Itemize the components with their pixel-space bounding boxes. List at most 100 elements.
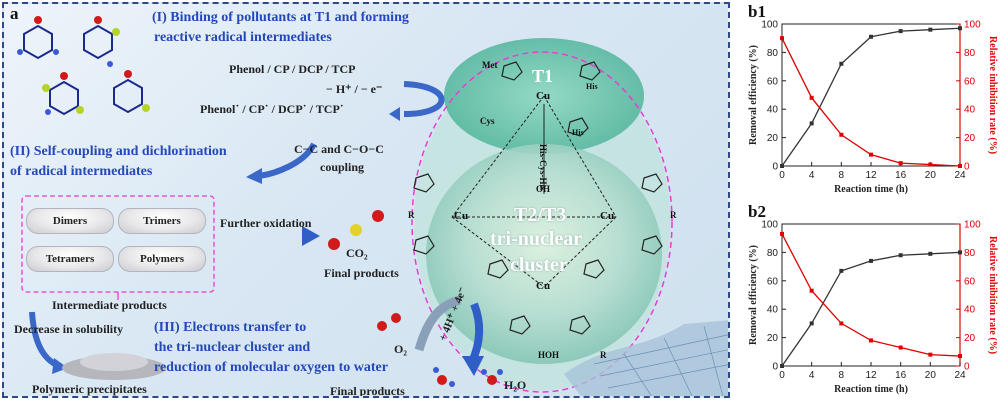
- y-tick-label-right: 60: [964, 276, 976, 287]
- x-tick-label: 12: [865, 370, 877, 381]
- series-1-point: [809, 95, 814, 100]
- series-1-point: [928, 162, 933, 167]
- x-tick-label: 8: [839, 170, 845, 181]
- cluster-site: [426, 144, 662, 364]
- r-label-3: R: [600, 350, 607, 360]
- x-tick-label: 24: [954, 170, 966, 181]
- series-1-point: [780, 36, 784, 41]
- diagram-graphics: [17, 16, 728, 396]
- series-1-point: [780, 231, 784, 236]
- y-tick-label-right: 40: [964, 105, 976, 116]
- y-tick-label-left: 80: [767, 248, 779, 259]
- series-0-point: [780, 164, 784, 168]
- water-molecules: [433, 367, 503, 387]
- o2-label: O₂: [394, 342, 407, 356]
- cluster-label-line1: T2/T3: [514, 204, 567, 226]
- y-tick-label-left: 40: [767, 105, 779, 116]
- y-tick-label-right: 80: [964, 248, 976, 259]
- x-axis-label: Reaction time (h): [834, 384, 908, 395]
- series-line-1: [781, 37, 961, 167]
- cu-left: Cu: [454, 210, 469, 222]
- arrow-coupling: [258, 142, 317, 179]
- stage-3-title-line2: the tri-nuclear cluster and: [154, 340, 311, 355]
- intermediate-products-label: Intermediate products: [52, 298, 167, 312]
- series-0-point: [869, 34, 873, 39]
- series-0-point: [928, 251, 933, 256]
- cu-bottom: Cu: [536, 280, 551, 292]
- series-0-point: [928, 27, 933, 32]
- x-tick-label: 20: [925, 370, 937, 381]
- reactants-label: Phenol / CP / DCP / TCP: [229, 62, 356, 76]
- series-line-1: [781, 233, 961, 357]
- series-0-point: [869, 258, 873, 263]
- further-oxidation-label: Further oxidation: [220, 216, 312, 230]
- series-0-point: [809, 121, 814, 126]
- y-tick-label-right: 40: [964, 305, 976, 316]
- stage-1-title-line1: (I) Binding of pollutants at T1 and form…: [152, 10, 409, 25]
- x-tick-label: 20: [925, 170, 937, 181]
- stage-2-title-line2: of radical intermediates: [10, 164, 153, 179]
- molecule-atoms: [17, 16, 150, 115]
- x-tick-label: 4: [809, 370, 815, 381]
- series-line-0: [781, 27, 961, 167]
- y-axis-label-left: Removal efficiency (%): [748, 245, 759, 345]
- y-axis-label-left: Removal efficiency (%): [748, 45, 759, 145]
- x-tick-label: 0: [779, 370, 785, 381]
- series-line-0: [781, 251, 961, 367]
- his-label-1: His: [586, 82, 598, 91]
- y-tick-label-right: 0: [964, 162, 970, 173]
- coupling-label-line1: C−C and C−O−C: [294, 142, 384, 156]
- radicals-label: Phenol˙ / CP˙ / DCP˙ / TCP˙: [200, 102, 344, 116]
- y-tick-label-right: 0: [964, 362, 970, 373]
- r-label-1: R: [408, 210, 415, 220]
- y-tick-label-right: 100: [964, 20, 981, 31]
- co2-molecule: [328, 210, 384, 250]
- y-axis-label-right: Relative inhibition rate (%): [987, 36, 998, 154]
- o2-molecule: [377, 313, 401, 331]
- y-tick-label-left: 100: [761, 220, 778, 231]
- x-axis-label: Reaction time (h): [834, 184, 908, 195]
- r-label-2: R: [670, 210, 677, 220]
- arrow-oxygen: [414, 295, 462, 352]
- x-tick-label: 24: [954, 370, 966, 381]
- x-tick-label: 16: [895, 170, 907, 181]
- cluster-label-line2: tri-nuclear: [490, 228, 583, 250]
- product-tetramers: Tetramers: [26, 246, 114, 272]
- cu-right: Cu: [600, 210, 615, 222]
- series-0-point: [780, 364, 784, 368]
- stage-2-title-line1: (II) Self-coupling and dichlorination: [10, 144, 227, 159]
- co2-label: CO₂: [346, 246, 368, 260]
- y-tick-label-right: 60: [964, 76, 976, 87]
- oh-label: OH: [536, 184, 551, 194]
- series-1-point: [869, 338, 873, 343]
- x-tick-label: 4: [809, 170, 815, 181]
- y-tick-label-left: 20: [767, 333, 779, 344]
- final-products-label-2: Final products: [330, 384, 405, 398]
- y-tick-label-left: 0: [772, 362, 778, 373]
- series-0-point: [898, 253, 903, 258]
- series-0-point: [898, 29, 903, 34]
- series-0-point: [958, 250, 962, 255]
- y-tick-label-left: 0: [772, 162, 778, 173]
- series-1-point: [839, 321, 844, 326]
- x-tick-label: 8: [839, 370, 845, 381]
- decrease-solubility-label: Decrease in solubility: [14, 322, 124, 336]
- hoh-label: HOH: [538, 350, 560, 360]
- arrow-precipitation: [29, 311, 61, 369]
- electron-loss-label: − H⁺ / − e⁻: [326, 82, 383, 96]
- final-products-label-1: Final products: [324, 266, 399, 280]
- h2o-label: H₂O: [504, 378, 527, 392]
- x-tick-label: 16: [895, 370, 907, 381]
- stage-3-title-line3: reduction of molecular oxygen to water: [154, 360, 388, 375]
- series-1-point: [839, 132, 844, 137]
- series-1-point: [809, 288, 814, 293]
- stage-1-title-line2: reactive radical intermediates: [154, 30, 332, 45]
- x-tick-label: 12: [865, 170, 877, 181]
- x-tick-label: 0: [779, 170, 785, 181]
- series-0-point: [839, 61, 844, 66]
- stage-3-title-line1: (III) Electrons transfer to: [154, 320, 307, 335]
- y-tick-label-left: 60: [767, 76, 779, 87]
- cluster-label-line3: cluster: [510, 254, 568, 276]
- panel-label-b1: b1: [748, 2, 766, 21]
